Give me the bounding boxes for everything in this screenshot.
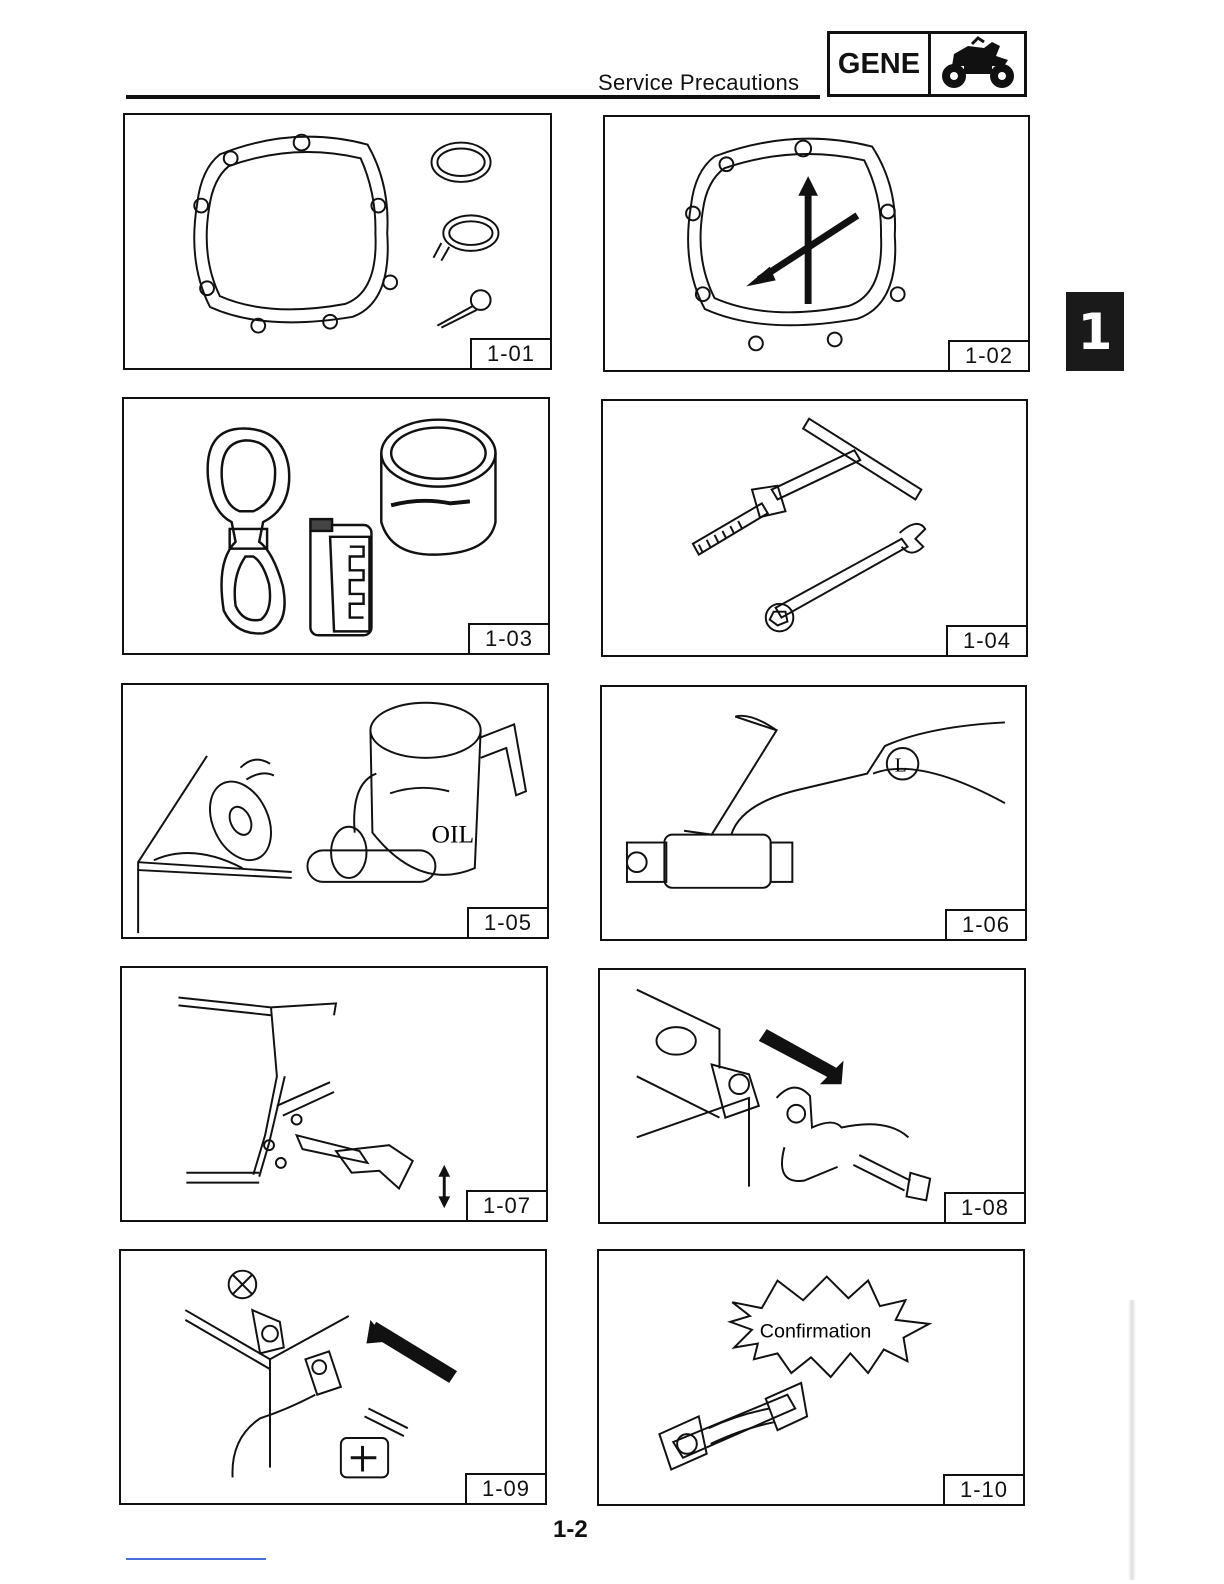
section-badge: GENE	[827, 31, 1027, 97]
panel-label: 1-02	[948, 340, 1028, 370]
battery-connect-illustration	[121, 1251, 545, 1503]
panel-label: 1-07	[466, 1190, 546, 1220]
panel-1-06: L 1-06	[600, 685, 1027, 941]
gasket-no-reuse-illustration	[605, 117, 1028, 370]
battery-disconnect-illustration	[600, 970, 1024, 1222]
panel-label: 1-09	[465, 1473, 545, 1503]
panel-1-02: 1-02	[603, 115, 1030, 372]
gaskets-seals-illustration	[125, 115, 550, 368]
panel-1-01: 1-01	[123, 113, 552, 370]
frame-parts-illustration	[122, 968, 546, 1220]
lubrication-illustration: L	[602, 687, 1025, 939]
panel-label: 1-05	[467, 907, 547, 937]
panel-1-05: OIL 1-05	[121, 683, 549, 939]
page-header-title: Service Precautions	[598, 70, 799, 96]
page-number: 1-2	[553, 1516, 588, 1544]
bearings-oil-illustration	[124, 399, 548, 653]
panel-label: 1-03	[468, 623, 548, 653]
header-rule	[126, 95, 820, 99]
panel-label: 1-04	[946, 625, 1026, 655]
chapter-tab: 1	[1066, 292, 1124, 371]
lubricant-label: L	[895, 755, 907, 777]
panel-label: 1-06	[945, 909, 1025, 939]
panel-1-08: 1-08	[598, 968, 1026, 1224]
panel-1-03: 1-03	[122, 397, 550, 655]
panel-1-09: 1-09	[119, 1249, 547, 1505]
special-tools-illustration	[603, 401, 1026, 655]
connector-confirmation-illustration: Confirmation	[599, 1251, 1023, 1504]
panel-label: 1-10	[943, 1474, 1023, 1504]
atv-icon	[931, 34, 1024, 94]
oil-label: OIL	[431, 820, 474, 849]
panel-1-04: 1-04	[601, 399, 1028, 657]
confirmation-callout: Confirmation	[760, 1321, 872, 1343]
footer-link-underline	[126, 1558, 266, 1560]
panel-label: 1-08	[944, 1192, 1024, 1222]
panel-label: 1-01	[470, 338, 550, 368]
panel-1-10: Confirmation 1-10	[597, 1249, 1025, 1506]
section-code: GENE	[830, 34, 931, 94]
oil-seal-grease-illustration: OIL	[123, 685, 547, 937]
panel-1-07: 1-07	[120, 966, 548, 1222]
scan-edge-shadow	[1128, 1300, 1136, 1580]
